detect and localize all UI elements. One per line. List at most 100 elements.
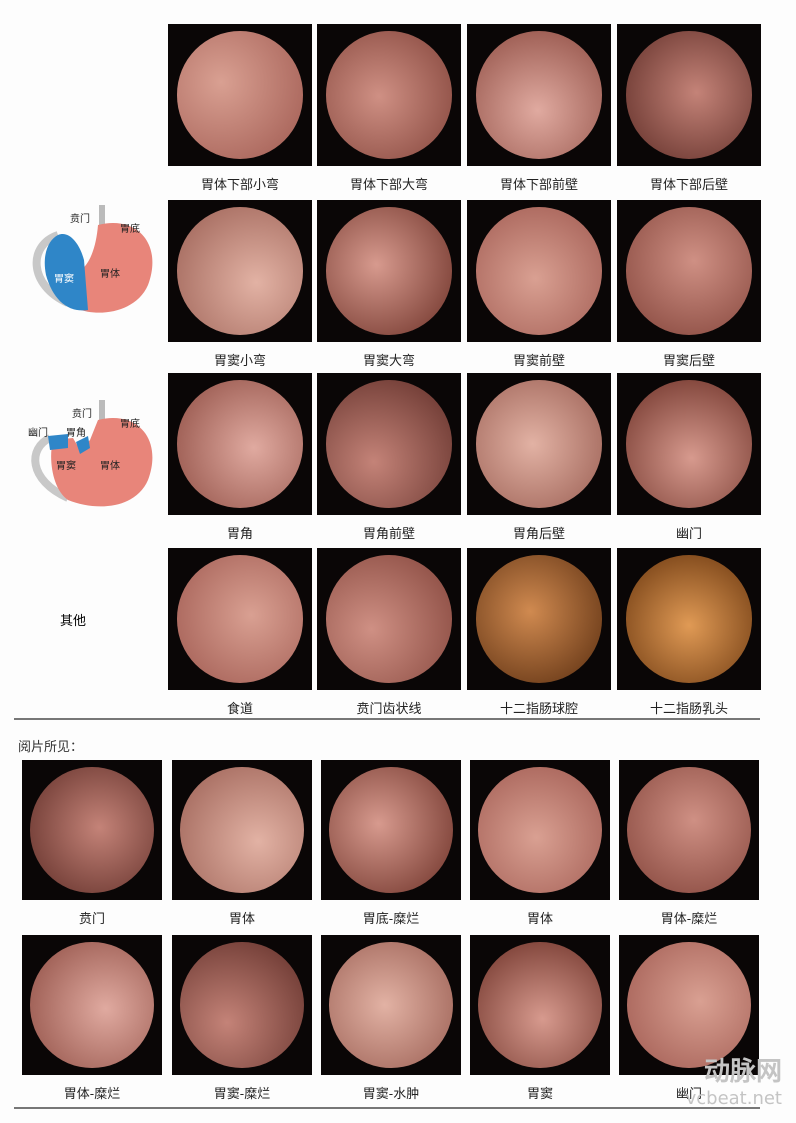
- endoscopy-image-cell: 胃体: [470, 760, 610, 928]
- diagram-label: 胃体: [100, 461, 120, 472]
- mucosa-view: [475, 207, 603, 335]
- diagram-label: 贲门: [72, 409, 92, 420]
- image-caption: 贲门齿状线: [356, 702, 422, 717]
- mucosa-view: [475, 555, 603, 683]
- stomach-illustration-icon: [32, 205, 153, 313]
- image-caption: 胃窦-水肿: [362, 1087, 420, 1102]
- endoscopy-image: [617, 548, 761, 690]
- watermark: 动脉网 vcbeat.net: [686, 1051, 782, 1109]
- mucosa-view: [329, 767, 453, 893]
- mucosa-view: [627, 942, 751, 1068]
- image-caption: 胃底-糜烂: [362, 912, 420, 927]
- mucosa-view: [176, 207, 304, 335]
- endoscopy-image: [321, 935, 461, 1075]
- image-caption: 胃体-糜烂: [660, 912, 718, 927]
- mucosa-view: [475, 31, 603, 159]
- endoscopy-image-cell: 胃体-糜烂: [22, 935, 162, 1103]
- image-caption: 胃窦: [526, 1087, 553, 1102]
- endoscopy-image: [619, 935, 759, 1075]
- endoscopy-image-cell: 胃体下部大弯: [317, 24, 461, 194]
- endoscopy-image: [172, 935, 312, 1075]
- image-caption: 胃体: [228, 912, 255, 927]
- image-caption: 幽门: [675, 1087, 702, 1102]
- diagram-label: 胃体: [100, 269, 120, 280]
- endoscopy-image-cell: 胃体下部后壁: [617, 24, 761, 194]
- endoscopy-image-cell: 胃角: [168, 373, 312, 543]
- endoscopy-image-cell: 胃体: [172, 760, 312, 928]
- endoscopy-image: [168, 548, 312, 690]
- endoscopy-image: [168, 24, 312, 166]
- image-caption: 胃窦后壁: [662, 354, 715, 369]
- endoscopy-image-cell: 胃窦后壁: [617, 200, 761, 370]
- image-caption: 胃体下部小弯: [200, 178, 279, 193]
- image-caption: 十二指肠乳头: [649, 702, 728, 717]
- diagram-label: 胃窦: [54, 274, 74, 285]
- endoscopy-image-cell: 胃窦-糜烂: [172, 935, 312, 1103]
- image-caption: 十二指肠球腔: [499, 702, 578, 717]
- mucosa-view: [30, 942, 154, 1068]
- image-caption: 胃体下部后壁: [649, 178, 728, 193]
- mucosa-view: [625, 380, 753, 508]
- endoscopy-image-cell: 胃角前壁: [317, 373, 461, 543]
- endoscopy-image: [470, 935, 610, 1075]
- endoscopy-image: [22, 935, 162, 1075]
- mucosa-view: [180, 942, 304, 1068]
- diagram-label: 贲门: [70, 214, 90, 225]
- endoscopy-image: [317, 548, 461, 690]
- image-caption: 胃角前壁: [362, 527, 415, 542]
- row-label-other: 其他: [60, 614, 87, 629]
- endoscopy-image-cell: 十二指肠球腔: [467, 548, 611, 718]
- image-caption: 胃窦小弯: [213, 354, 266, 369]
- endoscopy-image-cell: 胃窦: [470, 935, 610, 1103]
- endoscopy-image: [172, 760, 312, 900]
- endoscopy-image: [467, 200, 611, 342]
- mucosa-view: [176, 380, 304, 508]
- image-caption: 胃窦-糜烂: [213, 1087, 271, 1102]
- image-caption: 幽门: [675, 527, 702, 542]
- diagram-label: 胃底: [120, 224, 140, 235]
- endoscopy-image: [22, 760, 162, 900]
- endoscopy-image-cell: 胃体下部前壁: [467, 24, 611, 194]
- mucosa-view: [180, 767, 304, 893]
- mucosa-view: [625, 555, 753, 683]
- endoscopy-image: [467, 373, 611, 515]
- endoscopy-image: [317, 373, 461, 515]
- diagram-label: 幽门: [28, 428, 48, 439]
- stomach-illustration-icon: [31, 400, 153, 507]
- image-caption: 胃角后壁: [512, 527, 565, 542]
- image-caption: 胃角: [226, 527, 253, 542]
- endoscopy-image: [317, 200, 461, 342]
- divider: [14, 718, 760, 720]
- endoscopy-image: [168, 200, 312, 342]
- endoscopy-image-cell: 幽门: [617, 373, 761, 543]
- mucosa-view: [325, 380, 453, 508]
- mucosa-view: [475, 380, 603, 508]
- watermark-url: vcbeat.net: [685, 1088, 782, 1109]
- endoscopy-image-cell: 胃体-糜烂: [619, 760, 759, 928]
- endoscopy-image-cell: 胃窦前壁: [467, 200, 611, 370]
- stomach-diagram-antrum: 贲门 胃底 胃窦 胃体: [28, 205, 158, 325]
- image-caption: 胃体: [526, 912, 553, 927]
- findings-title: 阅片所见：: [18, 740, 84, 755]
- endoscopy-image-cell: 胃角后壁: [467, 373, 611, 543]
- image-caption: 胃体下部前壁: [499, 178, 578, 193]
- endoscopy-image: [617, 200, 761, 342]
- diagram-label: 胃窦: [56, 461, 76, 472]
- mucosa-view: [625, 207, 753, 335]
- image-caption: 胃体下部大弯: [349, 178, 428, 193]
- endoscopy-image-cell: 贲门齿状线: [317, 548, 461, 718]
- divider: [14, 1107, 760, 1109]
- endoscopy-image-cell: 胃窦-水肿: [321, 935, 461, 1103]
- mucosa-view: [325, 555, 453, 683]
- mucosa-view: [329, 942, 453, 1068]
- endoscopy-image-cell: 贲门: [22, 760, 162, 928]
- endoscopy-image: [470, 760, 610, 900]
- endoscopy-image-cell: 食道: [168, 548, 312, 718]
- endoscopy-image-cell: 胃窦大弯: [317, 200, 461, 370]
- endoscopy-image: [467, 24, 611, 166]
- endoscopy-image: [317, 24, 461, 166]
- diagram-label: 胃底: [120, 419, 140, 430]
- endoscopy-image: [168, 373, 312, 515]
- endoscopy-image: [619, 760, 759, 900]
- diagram-label: 胃角: [66, 428, 86, 439]
